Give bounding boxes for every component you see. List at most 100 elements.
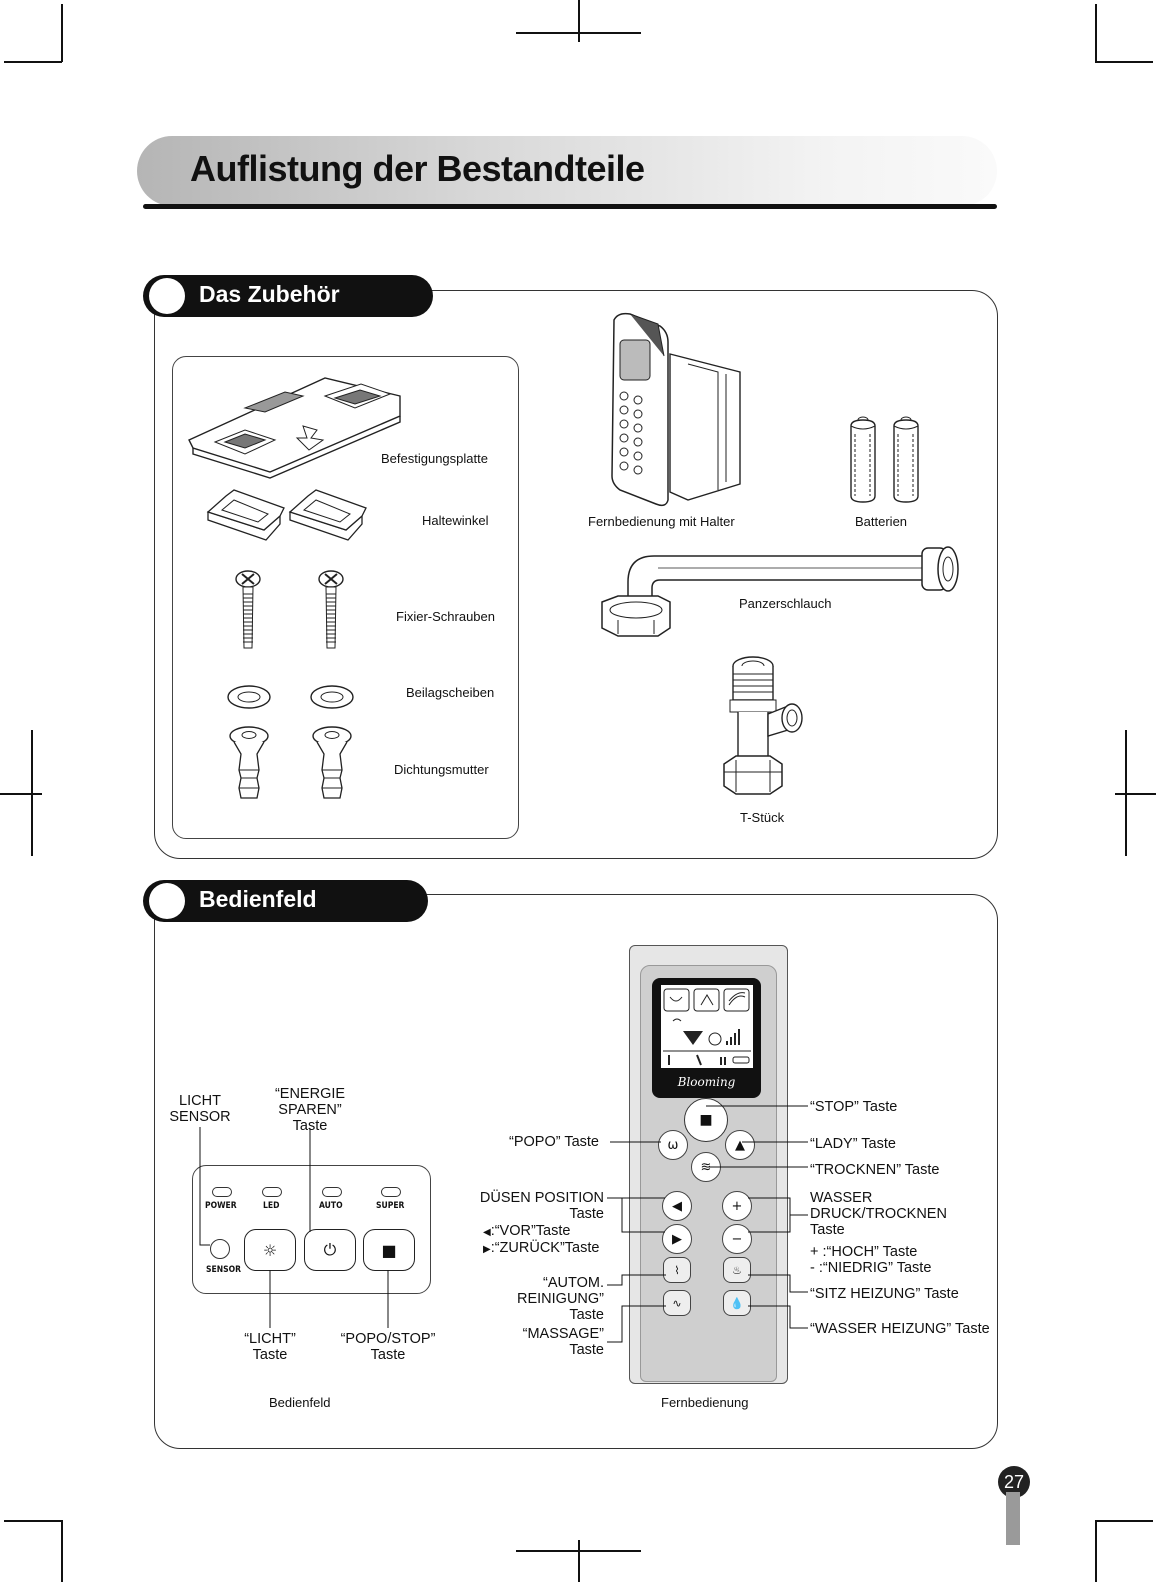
crop-mark <box>1095 61 1153 63</box>
back-callout: ▶:“ZURÜCK”Taste <box>483 1240 599 1258</box>
water-heat-icon: 💧 <box>730 1296 744 1310</box>
screws-drawing <box>235 570 344 649</box>
remote-brand: Blooming <box>677 1075 736 1089</box>
arrow-right-icon: ▶ <box>483 1244 491 1255</box>
crop-mark <box>1095 1520 1153 1522</box>
nozzle-forward-button[interactable]: ◀ <box>662 1191 692 1221</box>
crop-mark <box>1115 793 1156 795</box>
seal-nuts-label: Dichtungsmutter <box>394 762 489 777</box>
dry-callout: “TROCKNEN” Taste <box>810 1162 940 1178</box>
nozzle-back-button[interactable]: ▶ <box>662 1224 692 1254</box>
stop-callout: “STOP” Taste <box>810 1099 898 1115</box>
water-heat-callout: “WASSER HEIZUNG” Taste <box>810 1321 990 1337</box>
callout-line: “MASSAGE” <box>522 1326 604 1342</box>
callout-line: REINIGUNG” <box>517 1291 604 1307</box>
brackets-drawing <box>206 489 367 541</box>
lady-button[interactable]: ▲ <box>725 1130 755 1160</box>
crop-mark <box>4 61 62 63</box>
heading-bullet <box>149 278 185 314</box>
seat-heat-button[interactable]: ♨ <box>723 1257 751 1283</box>
callout-line: DRUCK/TROCKNEN <box>810 1206 947 1222</box>
forward-callout: ◀:“VOR”Taste <box>483 1223 570 1241</box>
crop-mark <box>578 0 580 42</box>
hose-label: Panzerschlauch <box>739 596 832 611</box>
crop-mark <box>1095 4 1097 62</box>
panel-caption: Bedienfeld <box>269 1395 331 1410</box>
page-tab <box>1006 1492 1020 1545</box>
callout-line: DÜSEN POSITION <box>479 1190 604 1206</box>
batteries-label: Batterien <box>855 514 908 529</box>
crop-mark <box>516 32 641 34</box>
crop-mark <box>0 793 42 795</box>
super-led-label: SUPER <box>376 1201 405 1211</box>
sensor-label: SENSOR <box>206 1265 242 1275</box>
callout-line: Taste <box>810 1222 845 1238</box>
hardware-box <box>172 356 519 839</box>
seat-heat-callout: “SITZ HEIZUNG” Taste <box>810 1286 959 1302</box>
massage-button[interactable]: ∿ <box>663 1290 691 1316</box>
callout-line: Taste <box>370 1347 406 1363</box>
light-button-callout: “LICHT” Taste <box>230 1331 310 1363</box>
callout-line: “POPO/STOP” <box>340 1331 436 1347</box>
crop-mark <box>61 4 63 62</box>
nozzle-callout: DÜSEN POSITION Taste <box>458 1190 604 1222</box>
light-button[interactable]: ☼ <box>244 1229 296 1271</box>
crop-mark <box>1095 1520 1097 1582</box>
mounting-plate-drawing <box>188 377 401 479</box>
seal-nuts-drawing <box>229 726 352 799</box>
popo-callout: “POPO” Taste <box>509 1134 599 1150</box>
tee-label: T-Stück <box>740 810 785 825</box>
callout-line: “ENERGIE <box>274 1086 346 1102</box>
callout-line: Taste <box>292 1118 328 1134</box>
crop-mark <box>4 1520 62 1522</box>
nozzle-clean-icon: ⌇ <box>674 1263 680 1277</box>
crop-mark <box>578 1540 580 1582</box>
power-led-label: POWER <box>205 1201 237 1211</box>
water-heat-button[interactable]: 💧 <box>723 1290 751 1316</box>
remote-holder-label: Fernbedienung mit Halter <box>588 514 735 529</box>
auto-led <box>322 1187 342 1197</box>
stop-icon: ■ <box>381 1240 397 1260</box>
callout-line: “AUTOM. <box>543 1275 604 1291</box>
callout-line: Taste <box>569 1206 604 1222</box>
popo-stop-callout: “POPO/STOP” Taste <box>333 1331 443 1363</box>
accessories-section <box>154 290 998 859</box>
pressure-down-button[interactable]: − <box>722 1224 752 1254</box>
crop-mark <box>61 1520 63 1582</box>
control-section <box>154 894 998 1449</box>
minus-callout: - :“NIEDRIG” Taste <box>810 1260 932 1276</box>
control-heading-pill: Bedienfeld <box>143 880 428 922</box>
massage-callout: “MASSAGE” Taste <box>488 1326 604 1358</box>
plug-leaf-icon: ⏻ <box>323 1240 337 1259</box>
callout-line: WASSER <box>810 1190 873 1206</box>
stop-button[interactable]: ■ <box>684 1098 728 1142</box>
hose-drawing <box>601 546 959 637</box>
lady-icon: ▲ <box>735 1137 745 1153</box>
popo-button[interactable]: ω <box>658 1130 688 1160</box>
led-led-label: LED <box>263 1201 280 1211</box>
arrow-left-icon: ◀ <box>672 1198 682 1214</box>
auto-clean-button[interactable]: ⌇ <box>663 1257 691 1283</box>
crop-mark <box>516 1550 641 1552</box>
auto-clean-callout: “AUTOM. REINIGUNG” Taste <box>488 1275 604 1323</box>
lady-callout: “LADY” Taste <box>810 1136 896 1152</box>
heading-bullet <box>149 883 185 919</box>
accessories-heading: Das Zubehör <box>199 281 340 307</box>
arrow-right-icon: ▶ <box>672 1231 682 1247</box>
plus-icon: + <box>731 1198 743 1214</box>
seat-heat-icon: ♨ <box>732 1263 742 1277</box>
stop-icon: ■ <box>699 1112 713 1128</box>
batteries-drawing <box>850 416 919 503</box>
light-sensor-callout: LICHT SENSOR <box>163 1093 237 1125</box>
energy-save-button[interactable]: ⏻ <box>304 1229 356 1271</box>
popo-stop-button[interactable]: ■ <box>363 1229 415 1271</box>
washers-label: Beilagscheiben <box>406 685 495 700</box>
plus-callout: + :“HOCH” Taste <box>810 1244 918 1260</box>
callout-text: :“VOR”Taste <box>490 1223 571 1239</box>
display-icons <box>663 988 751 1066</box>
callout-line: Taste <box>569 1307 604 1323</box>
pressure-up-button[interactable]: + <box>722 1191 752 1221</box>
callout-line: Taste <box>252 1347 288 1363</box>
